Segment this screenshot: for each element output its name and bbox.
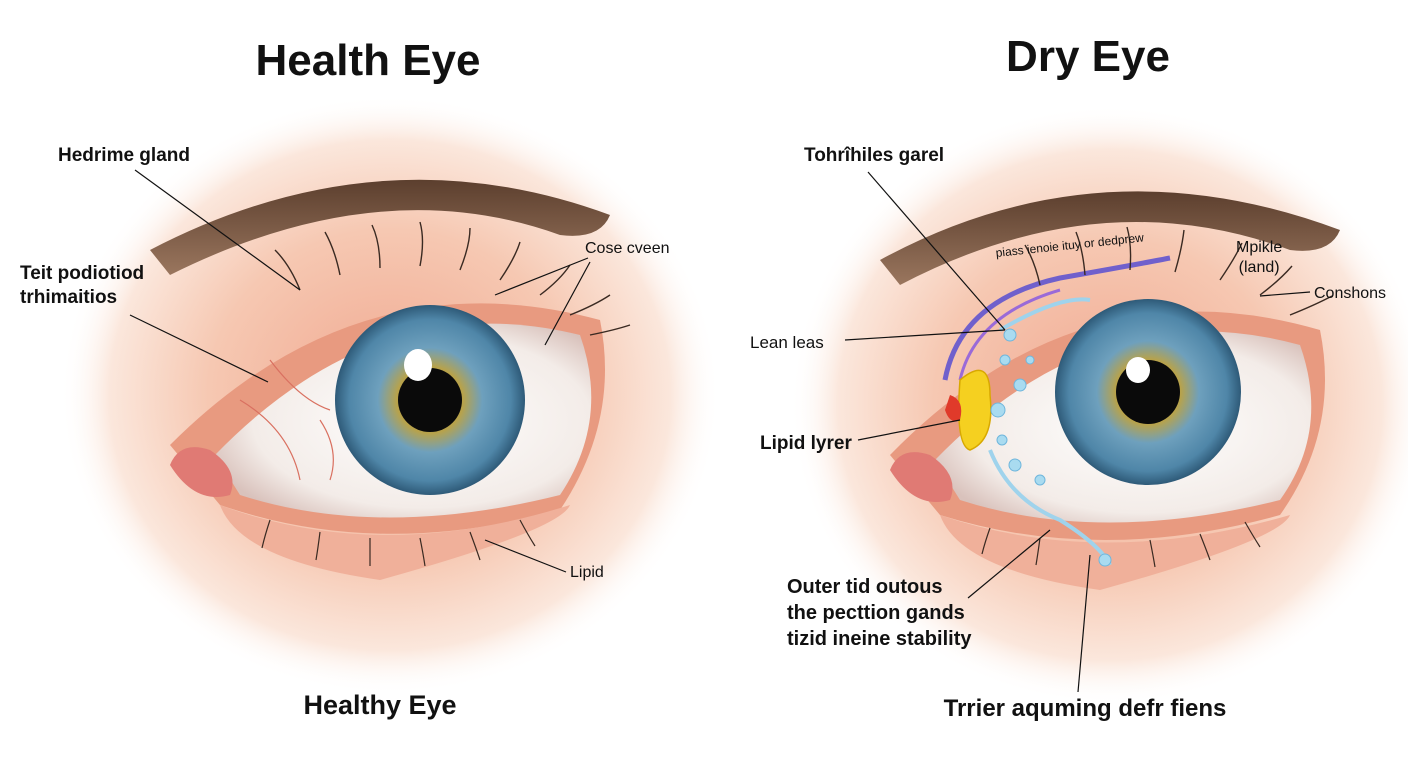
label-leader-lines xyxy=(129,169,591,573)
dry-eye-illustration xyxy=(790,105,1408,705)
tear-duct xyxy=(890,452,953,502)
pupil xyxy=(398,368,462,432)
eye-highlight xyxy=(1126,357,1150,383)
left-panel-caption: Healthy Eye xyxy=(303,690,457,720)
label-conshons: Conshons xyxy=(1314,285,1387,302)
label-leader-lines xyxy=(844,171,1311,693)
label-mpikle: Mpikle (land) xyxy=(1236,238,1282,278)
label-mpikle-line1: Mpikle xyxy=(1236,239,1283,256)
right-panel-caption: Trrier aquming defr fiens xyxy=(943,695,1227,722)
label-outer-line3: tizid ineine stability xyxy=(787,628,972,650)
tear-film-streaks xyxy=(988,297,1112,566)
upper-eyelashes xyxy=(1024,226,1333,316)
lower-eyelashes xyxy=(981,521,1261,568)
label-outer-line1: Outer tid outous xyxy=(787,576,943,598)
upper-eyelashes xyxy=(274,221,631,336)
left-panel-title: Health Eye xyxy=(255,36,481,85)
label-top-gland: Tohrîhiles garel xyxy=(804,145,945,166)
lipid-layer-blob xyxy=(958,369,992,451)
label-tear: Teit podiotiod trhimaitios xyxy=(20,262,144,310)
label-tear-line1: Teit podiotiod xyxy=(20,263,145,284)
lower-eyelashes xyxy=(261,519,536,567)
lower-eyelid xyxy=(220,505,570,580)
label-lipid-layer: Lipid lyrer xyxy=(760,433,852,454)
tear-duct xyxy=(170,447,233,497)
label-lean: Lean leas xyxy=(750,333,824,352)
label-lipid: Lipid xyxy=(570,564,604,581)
tear-droplets xyxy=(990,328,1112,567)
eye-highlight xyxy=(404,349,432,381)
eyebrow xyxy=(880,191,1340,285)
label-tear-line2: trhimaitios xyxy=(20,286,118,308)
inflammation-mark xyxy=(945,395,962,422)
lower-eyelid xyxy=(940,515,1290,590)
blood-vessels xyxy=(239,359,334,481)
gland-branch xyxy=(958,288,1061,381)
meibomian-gland-duct xyxy=(942,255,1171,381)
label-gland: Hedrime gland xyxy=(58,145,190,166)
label-outer-line2: the pecttion gands xyxy=(787,602,965,624)
label-cose: Cose cveen xyxy=(585,240,670,257)
right-panel-title: Dry Eye xyxy=(1006,32,1170,81)
label-mpikle-line2: (land) xyxy=(1238,259,1280,276)
label-outer: Outer tid outous the pecttion gands tizi… xyxy=(787,574,971,652)
eyebrow xyxy=(150,179,610,275)
healthy-eye-illustration xyxy=(60,95,720,695)
